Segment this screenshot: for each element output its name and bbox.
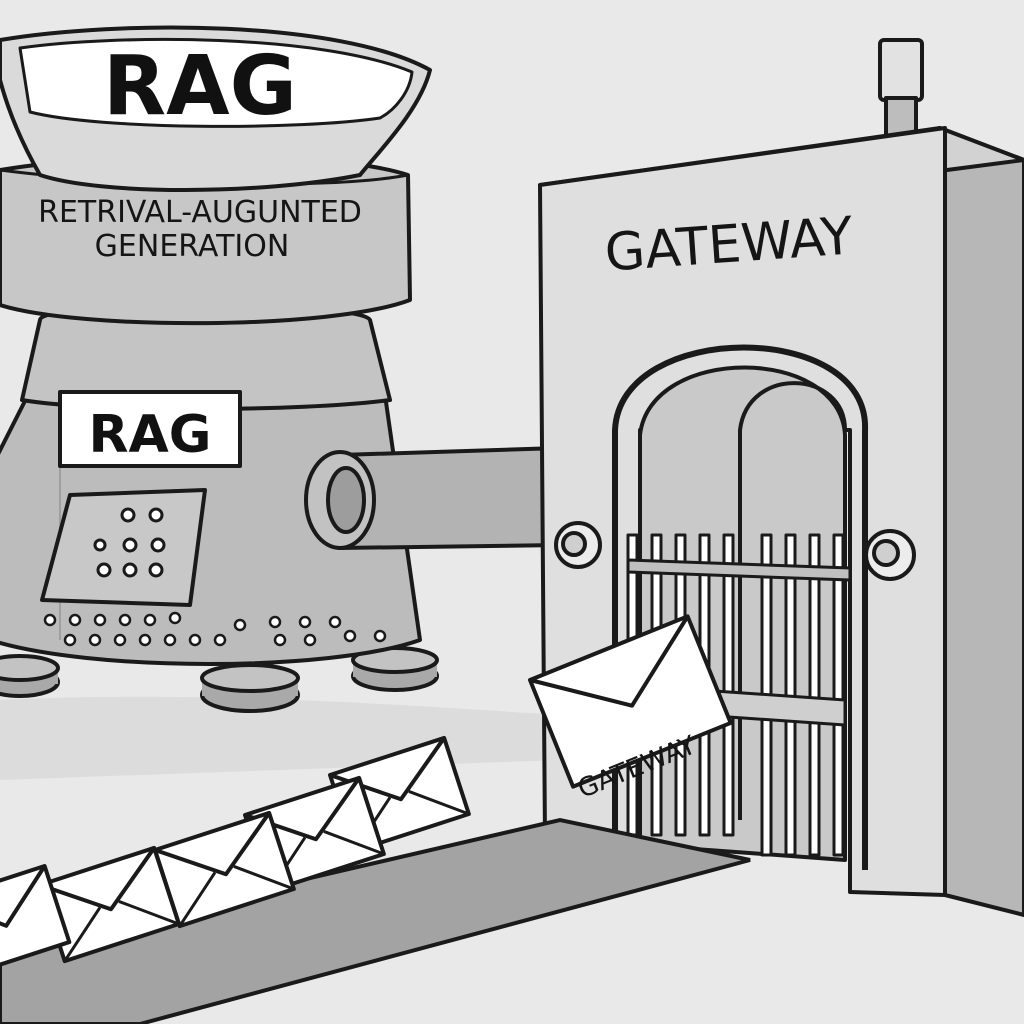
plate-rag-label: RAG — [89, 405, 212, 465]
rag-plate — [58, 390, 242, 468]
gateway-lamps — [554, 521, 916, 581]
envelope-icon — [38, 845, 181, 964]
band-line-2: GENERATION — [95, 229, 290, 264]
envelope-icon — [0, 864, 72, 979]
conveyor-belt — [0, 817, 751, 1024]
control-knobs — [93, 507, 166, 578]
gateway-envelope — [528, 614, 733, 789]
machine-feet — [0, 646, 439, 713]
antenna — [878, 38, 924, 102]
gateway-side — [938, 126, 1024, 917]
funnel-rag-label: RAG — [103, 39, 297, 134]
rivets — [43, 611, 387, 647]
rag-machine — [0, 25, 439, 713]
gateway-arch — [612, 344, 869, 870]
band-line-1: RETRIVAL-AUGUNTED — [38, 195, 362, 230]
connecting-pipe — [304, 445, 562, 551]
envelopes — [0, 614, 733, 979]
envelope-icon — [153, 810, 296, 929]
